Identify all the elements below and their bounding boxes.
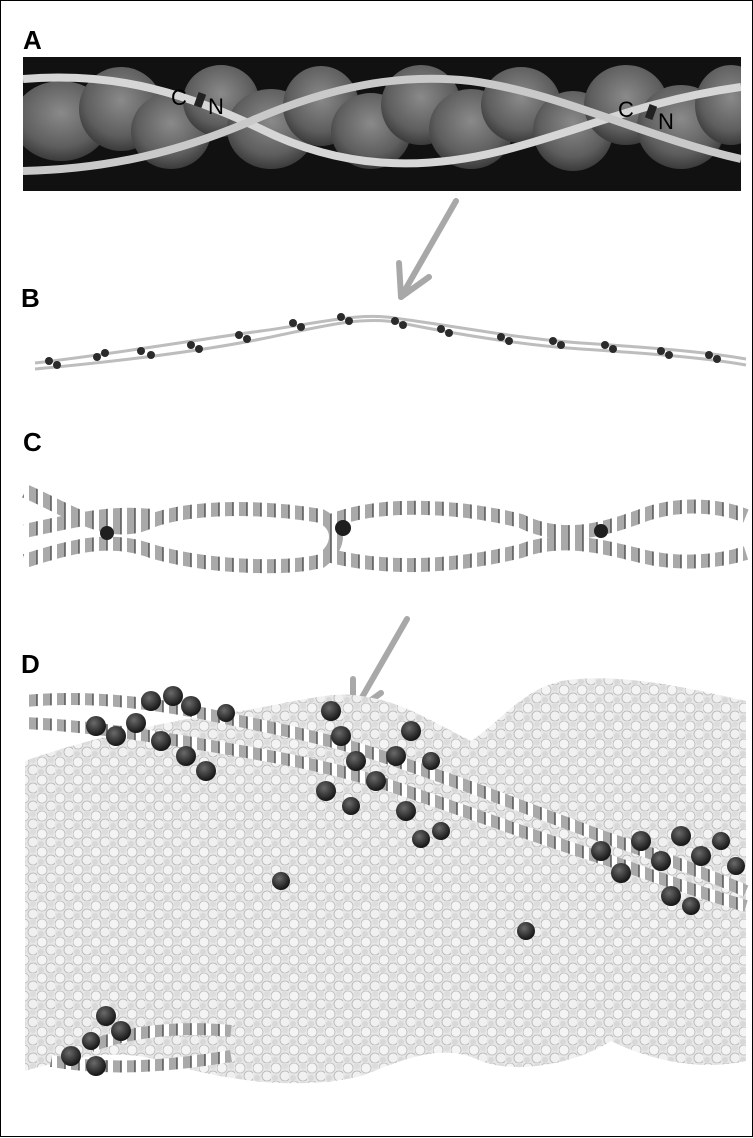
helix-ribbons bbox=[25, 491, 746, 566]
n-terminus-label-1: N bbox=[208, 94, 224, 119]
highlight-residues-d bbox=[61, 686, 745, 1076]
panel-label-b: B bbox=[21, 285, 40, 311]
tropomyosin-strand-upper bbox=[23, 77, 741, 163]
actin-surface-d bbox=[25, 678, 746, 1083]
panel-label-c: C bbox=[23, 429, 42, 455]
junction-marker-1 bbox=[194, 92, 206, 108]
panel-a-background bbox=[23, 57, 741, 191]
n-terminus-label-2: N bbox=[658, 109, 674, 134]
panel-label-a: A bbox=[23, 27, 42, 53]
junction-marker-2 bbox=[645, 104, 657, 120]
arrow-a-to-b bbox=[399, 201, 456, 297]
c-terminus-label-1: C bbox=[171, 85, 187, 110]
coiled-coil-strands bbox=[35, 316, 746, 369]
panel-label-d: D bbox=[21, 651, 40, 677]
tropomyosin-strand-lower bbox=[23, 79, 741, 171]
highlight-residues-c bbox=[100, 520, 608, 540]
c-terminus-label-2: C bbox=[618, 97, 634, 122]
actin-surface bbox=[13, 65, 753, 171]
helix-ribbons-d bbox=[25, 699, 746, 1066]
arrow-to-d bbox=[353, 619, 407, 713]
highlight-residues-b bbox=[45, 313, 721, 369]
